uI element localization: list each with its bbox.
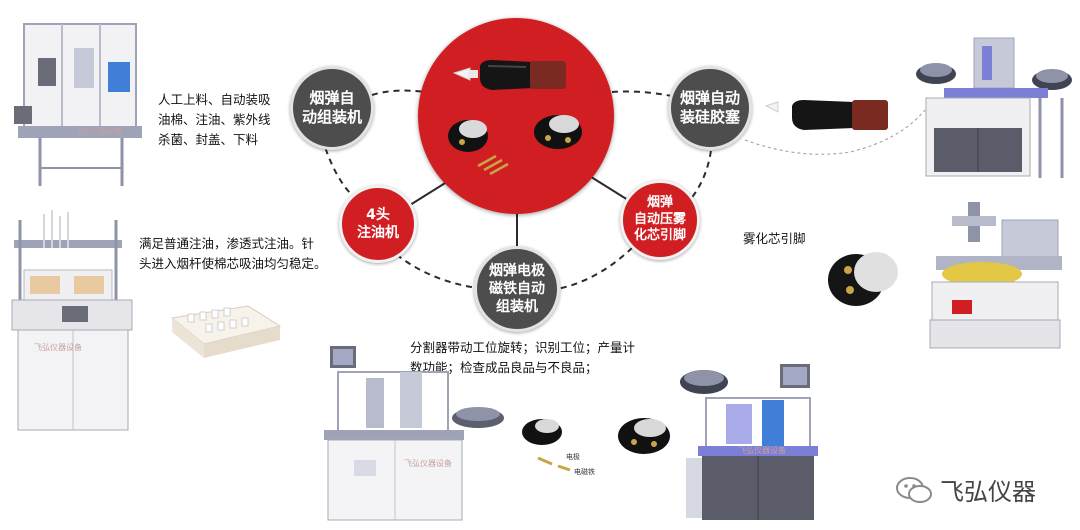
chat-icon <box>896 476 932 503</box>
desc-auto-assembly: 人工上料、自动装吸 油棉、注油、紫外线 杀菌、封盖、下料 <box>158 92 271 147</box>
node-auto-assembly: 烟弹自 动组装机 <box>290 66 374 150</box>
part-label-magnet: 电磁铁 <box>574 468 595 476</box>
brand-logo: 飞弘仪器 <box>894 472 1036 507</box>
dashed-link-hub-to-silicone <box>611 90 673 97</box>
central-hub <box>418 18 614 214</box>
hub-silicone-plug-icon <box>452 67 478 81</box>
hub-cartridge-icon <box>480 60 566 90</box>
atomizer-core-image <box>828 252 898 306</box>
dashed-link-assembly-to-oil <box>321 137 356 199</box>
watermark-text-2: 飞弘仪器设备 <box>34 342 82 352</box>
node-electrode-magnet-label: 烟弹电极 磁铁自动 组装机 <box>489 262 545 316</box>
dotted-curve-silicone <box>744 109 926 155</box>
brand-logo-text: 飞弘仪器 <box>940 478 1036 506</box>
electrode-parts-image <box>522 419 571 472</box>
node-oil-filling: 4头 注油机 <box>339 185 417 263</box>
machine-auto-assembly-image: 飞弘仪器设备 <box>14 23 142 186</box>
desc-atomizer-pin: 雾化芯引脚 <box>743 231 806 246</box>
oil-tray-image <box>170 305 282 358</box>
watermark-text-3: 飞弘仪器设备 <box>404 458 452 468</box>
node-atomizer-pin-label: 烟弹 自动压雾 化芯引脚 <box>633 194 686 244</box>
spoke-to-oil <box>409 179 451 206</box>
watermark-text-4: 飞弘仪器设备 <box>738 445 786 455</box>
desc-oil-filling: 满足普通注油，渗透式注油。针 头进入烟杆使棉芯吸油均匀稳定。 <box>139 236 327 271</box>
machine-silicone-plug-image <box>916 37 1072 178</box>
machine-oil-filling-image: 飞弘仪器设备 <box>11 210 133 431</box>
dashed-link-atomizer-to-electrode <box>551 239 641 291</box>
dashed-link-silicone-to-atomizer <box>689 139 713 201</box>
node-auto-assembly-label: 烟弹自 动组装机 <box>301 88 362 127</box>
silicone-plug-parts-image <box>764 100 888 130</box>
machine-electrode-magnet-image: 飞弘仪器设备 <box>324 346 504 521</box>
electrode-cartridge-image <box>618 418 670 454</box>
machine-atomizer-pin-image <box>929 202 1062 349</box>
watermark-text-1: 飞弘仪器设备 <box>74 126 122 136</box>
node-oil-filling-label: 4头 注油机 <box>357 206 399 241</box>
hub-electrode-core-icon <box>534 115 582 149</box>
desc-electrode-magnet: 分割器带动工位旋转；识别工位；产量计 数功能；检查成品良品与不良品； <box>410 340 636 375</box>
node-electrode-magnet: 烟弹电极 磁铁自动 组装机 <box>474 246 560 332</box>
node-silicone-plug: 烟弹自动 装硅胶塞 <box>668 66 752 150</box>
hub-parts-illustration <box>448 60 582 176</box>
part-label-electrode: 电极 <box>566 453 580 461</box>
node-silicone-plug-label: 烟弹自动 装硅胶塞 <box>679 88 740 127</box>
hub-pins-icon <box>477 154 509 176</box>
machine-bowl-feeder-image: 飞弘仪器设备 <box>680 364 818 520</box>
hub-atomizer-core-icon <box>448 120 488 152</box>
node-atomizer-pin: 烟弹 自动压雾 化芯引脚 <box>620 180 700 260</box>
